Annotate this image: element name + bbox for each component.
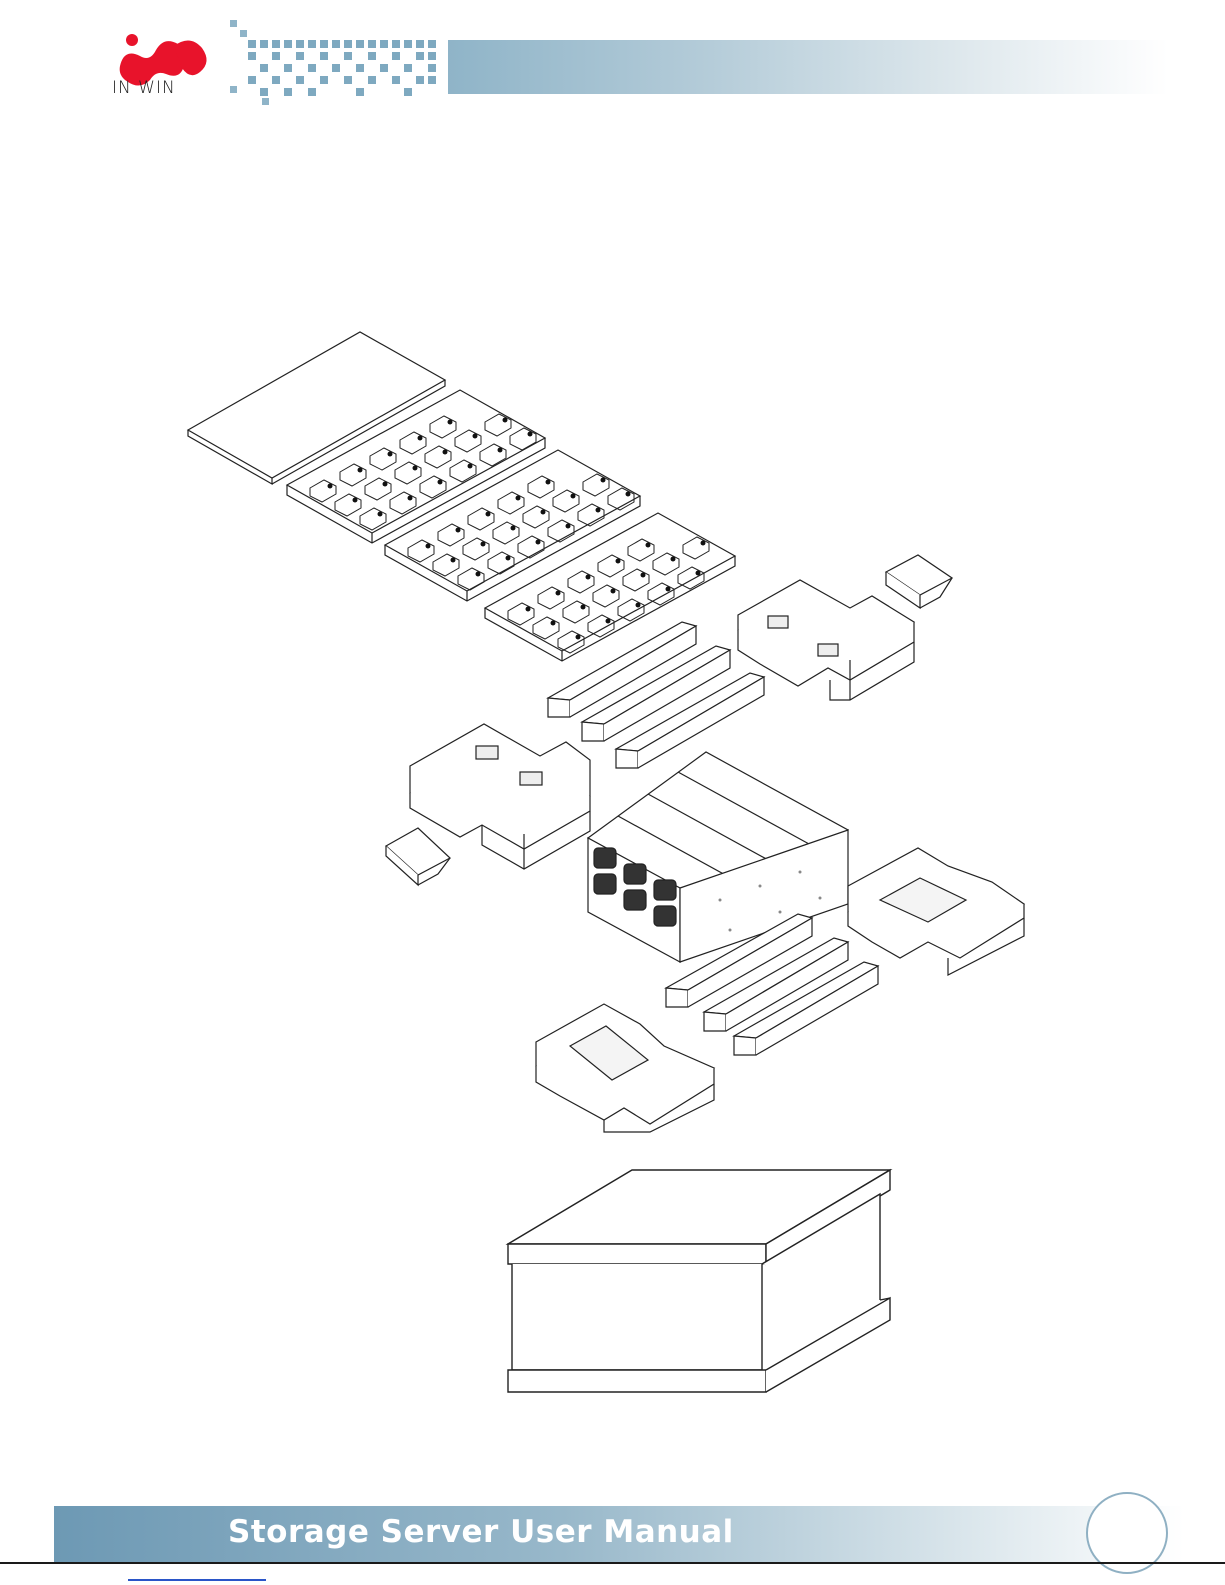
foam-bars-upper (548, 622, 764, 768)
shipping-carton (508, 1170, 890, 1392)
accessory-box-right (886, 555, 952, 608)
page-bottom-rule (0, 1562, 1225, 1564)
foam-corner-bottom-left (536, 1004, 714, 1132)
footer-link-underline[interactable] (128, 1579, 266, 1581)
accessory-box-left (386, 828, 450, 885)
foam-corner-bottom-right (848, 848, 1024, 975)
footer-title: Storage Server User Manual (228, 1514, 734, 1550)
